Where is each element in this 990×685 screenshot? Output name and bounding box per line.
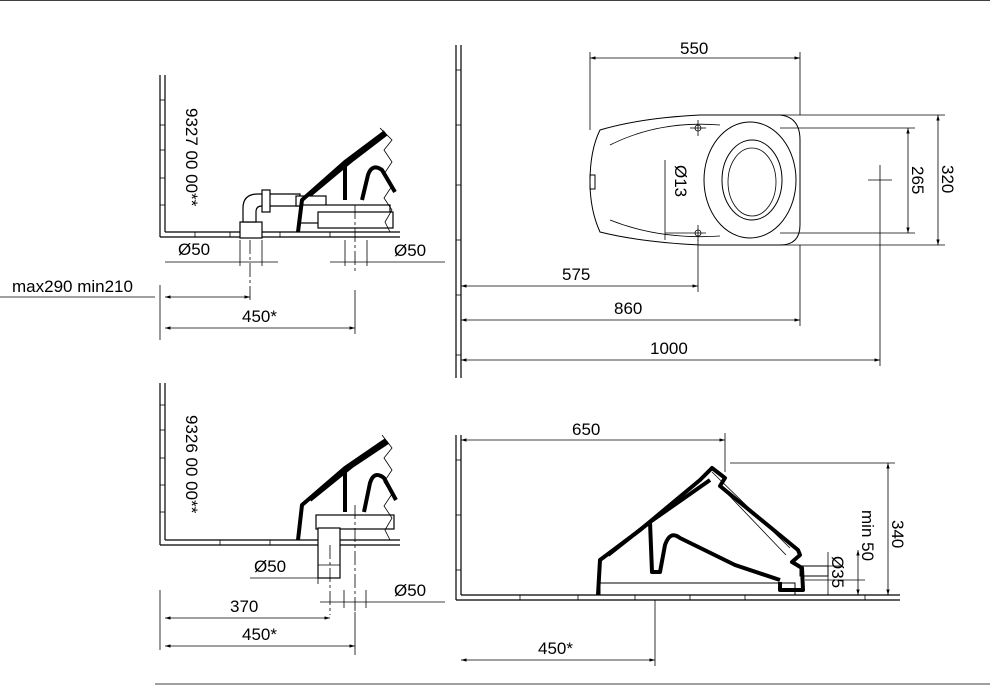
dim-320: 320: [780, 114, 957, 246]
dim-min50-label: min 50: [858, 510, 877, 561]
drain-pipe-elbow: [239, 189, 394, 239]
view-side: 650 340 min 50 Ø35 450*: [455, 420, 907, 666]
dim-575-label: 575: [562, 265, 590, 284]
dim-1000-label: 1000: [650, 339, 688, 358]
dim-depth-2-label: 450*: [242, 625, 277, 644]
dim-650: 650: [461, 420, 726, 472]
dim-1000: 1000: [461, 195, 881, 366]
view-floor-outlet-9326: 9326 00 00** Ø50 Ø50 370 450*: [159, 383, 445, 655]
dim-860: 860: [461, 245, 801, 326]
dim-depth-3: 450*: [461, 600, 656, 666]
dim-min50: min 50: [805, 510, 877, 595]
dim-pipe-left-2-label: Ø50: [254, 557, 286, 576]
dim-340-label: 340: [888, 520, 907, 548]
plan-wall: [455, 45, 462, 378]
dim-370: 370: [159, 590, 330, 650]
dim-range-label: max290 min210: [12, 277, 133, 296]
dim-340: 340: [730, 462, 907, 595]
dim-hole: Ø13: [664, 160, 690, 240]
dim-320-label: 320: [938, 165, 957, 193]
dim-pipe-right-label: Ø50: [394, 241, 426, 260]
article-code-9327: 9327 00 00**: [182, 108, 201, 207]
dim-depth-2: 450*: [165, 612, 356, 655]
dim-265: 265: [780, 127, 927, 234]
dim-pipe-left-label: Ø50: [178, 240, 210, 259]
view-wall-outlet-9327: 9327 00 00** Ø50 Ø50 max290 min210 450*: [0, 75, 445, 340]
dim-550: 550: [589, 39, 801, 130]
plan-bowl: [589, 114, 892, 246]
dim-pipe-left: Ø50: [165, 240, 278, 266]
toilet-body-section: [296, 127, 397, 233]
article-code-9326: 9326 00 00**: [182, 415, 201, 514]
dim-depth-label: 450*: [242, 307, 277, 326]
dim-depth: 450*: [165, 290, 356, 334]
view-plan: 550 Ø13 265 320 575: [455, 39, 957, 378]
side-toilet-body: [596, 466, 829, 596]
dim-pipe-right-2-label: Ø50: [394, 581, 426, 600]
dim-range: max290 min210: [0, 277, 250, 340]
dim-hole-label: Ø13: [671, 165, 690, 197]
dim-860-label: 860: [614, 299, 642, 318]
wall-section: [159, 75, 400, 238]
dim-370-label: 370: [230, 597, 258, 616]
dim-pipe-right: Ø50: [330, 240, 445, 266]
dim-575: 575: [461, 240, 699, 292]
dim-pipe-right-2: Ø50: [320, 581, 445, 608]
toilet-body-section-2: [296, 434, 398, 541]
dim-35-label: Ø35: [828, 556, 847, 588]
dim-265-label: 265: [908, 166, 927, 194]
dim-pipe-left-2: Ø50: [250, 557, 330, 584]
wall-section-2: [159, 383, 400, 546]
dim-650-label: 650: [572, 420, 600, 439]
dim-550-label: 550: [680, 39, 708, 58]
dim-35: Ø35: [805, 552, 847, 595]
dim-depth-3-label: 450*: [538, 639, 573, 658]
